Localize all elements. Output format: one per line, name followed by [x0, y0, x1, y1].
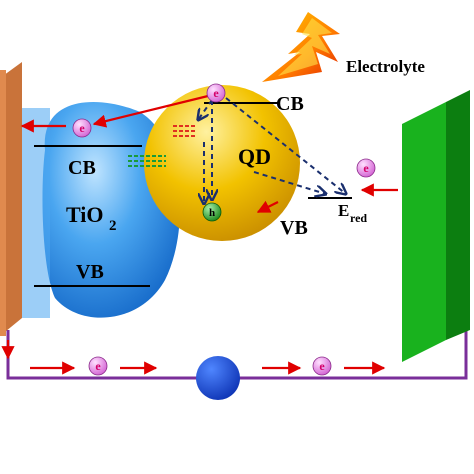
counter-electrode-plate	[402, 90, 470, 362]
svg-text:e: e	[213, 86, 219, 100]
regeneration-arrow	[256, 200, 279, 213]
red-arrows	[1, 94, 398, 375]
electrolyte-recombination-arrow	[225, 97, 346, 194]
tio2-subscript: 2	[109, 218, 117, 234]
svg-text:e: e	[363, 161, 369, 175]
electron-circuit-2: e	[312, 356, 332, 376]
electron-circuit-1: e	[88, 356, 108, 376]
qd-label: QD	[238, 144, 271, 169]
svg-text:h: h	[209, 207, 215, 219]
injection-arrow	[92, 94, 209, 128]
load-circle	[196, 356, 240, 400]
electron-tio2: e	[72, 118, 92, 138]
svg-text:e: e	[319, 359, 325, 373]
svg-text:e: e	[95, 359, 101, 373]
electrolyte-label: Electrolyte	[346, 57, 425, 76]
e-red-subscript: red	[350, 211, 367, 225]
e-red-label: E	[338, 201, 349, 220]
qd-vb-label: VB	[280, 217, 308, 239]
qd-cb-label: CB	[276, 93, 304, 115]
electron-qd: e	[206, 83, 226, 103]
svg-text:e: e	[79, 121, 85, 135]
tio2-vb-label: VB	[76, 261, 104, 283]
tio2-contact-face	[22, 108, 50, 318]
dashed-arrows	[198, 97, 346, 200]
qd-to-ered-arrow	[253, 171, 326, 194]
tio2-label: TiO	[66, 202, 104, 227]
tio2-cb-label: CB	[68, 157, 96, 179]
photoanode-plate	[0, 62, 22, 336]
qd-trap-states	[173, 125, 197, 137]
lightning-bolt-icon	[262, 12, 340, 82]
trap-relax-arrow	[198, 99, 213, 120]
electron-electrolyte: e	[356, 158, 376, 178]
lightning-bolt-icon-highlight	[278, 18, 332, 76]
hole-qd: h	[202, 202, 222, 222]
tio2-surface-states	[128, 155, 166, 167]
